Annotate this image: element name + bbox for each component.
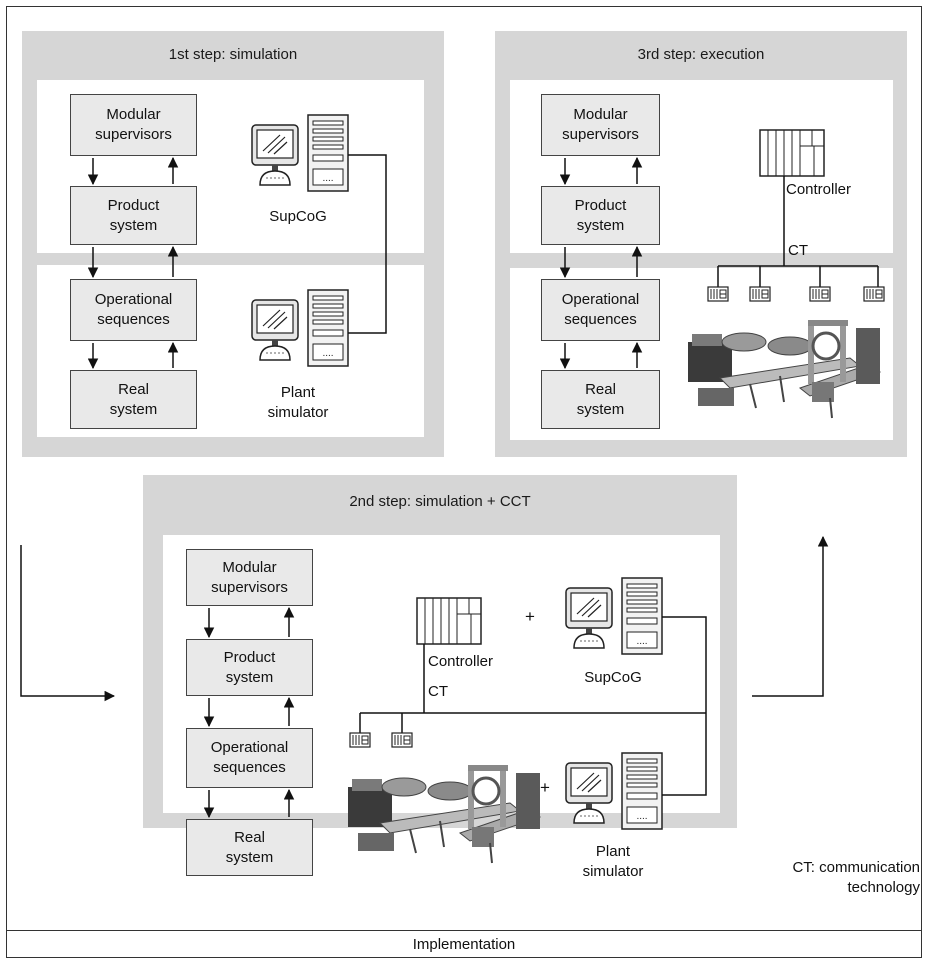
step3-ct-label: CT: [788, 242, 808, 259]
step3-controller-icon: [759, 129, 825, 177]
footer-implementation-label: Implementation: [412, 936, 516, 953]
step3-modular-supervisors-box: Modular supervisors: [541, 94, 660, 156]
step1-link-line: [348, 154, 387, 334]
step2-real-system-box: Real system: [186, 819, 313, 876]
step3-network-lines: [717, 176, 879, 288]
ct-footnote: CT: communication technology: [792, 859, 920, 896]
step1-modular-supervisors-box: Modular supervisors: [70, 94, 197, 156]
step2-controller-icon: [416, 597, 482, 645]
step2-ct-label: CT: [428, 683, 448, 700]
step3-operational-sequences-box: Operational sequences: [541, 279, 660, 341]
step3-node-icon-3: [809, 286, 831, 302]
step2-plus-sign-top: +: [525, 607, 535, 626]
step2-supcog-label: SupCoG: [584, 669, 642, 686]
step3-controller-label: Controller: [786, 181, 852, 198]
footer-divider: [6, 930, 922, 931]
step1-operational-sequences-box: Operational sequences: [70, 279, 197, 341]
step3-arrows: [559, 156, 643, 370]
step2-product-system-box: Product system: [186, 639, 313, 696]
step2-supcog-computer-icon: [565, 577, 663, 655]
step2-node-icon-2: [391, 732, 413, 748]
step1-arrows: [87, 156, 179, 370]
step3-product-system-box: Product system: [541, 186, 660, 245]
step1-supcog-computer-icon: [251, 114, 349, 192]
step2-modular-supervisors-box: Modular supervisors: [186, 549, 313, 606]
step2-plus-sign-bottom: +: [540, 778, 550, 797]
step2-network-lines: [359, 616, 707, 796]
step1-plant-simulator-computer-icon: [251, 289, 349, 367]
step2-arrows: [203, 606, 295, 819]
step3-node-icon-1: [707, 286, 729, 302]
step2-plant-simulator-computer-icon: [565, 752, 663, 830]
step1-plant-simulator-label: Plant simulator: [267, 384, 329, 421]
step3-real-system-box: Real system: [541, 370, 660, 429]
step2-operational-sequences-box: Operational sequences: [186, 728, 313, 788]
step3-node-icon-4: [863, 286, 885, 302]
panel-step1-title: 1st step: simulation: [168, 46, 298, 63]
step2-plant-simulator-label: Plant simulator: [582, 843, 644, 880]
step3-divider: [495, 255, 907, 267]
step3-real-plant-image: [686, 318, 882, 420]
flow-arrow-into-step2: [20, 545, 116, 702]
step2-controller-label: Controller: [428, 653, 494, 670]
step1-product-system-box: Product system: [70, 186, 197, 245]
step3-node-icon-2: [749, 286, 771, 302]
panel-step3-title: 3rd step: execution: [637, 46, 765, 63]
step1-real-system-box: Real system: [70, 370, 197, 429]
step1-supcog-label: SupCoG: [269, 208, 327, 225]
flow-arrow-out-of-step2: [752, 535, 829, 697]
step2-plant-image: [346, 763, 542, 865]
step2-node-icon-1: [349, 732, 371, 748]
panel-step2-title: 2nd step: simulation + CCT: [349, 493, 531, 510]
outer-frame: [6, 6, 922, 958]
step1-divider: [22, 255, 444, 265]
